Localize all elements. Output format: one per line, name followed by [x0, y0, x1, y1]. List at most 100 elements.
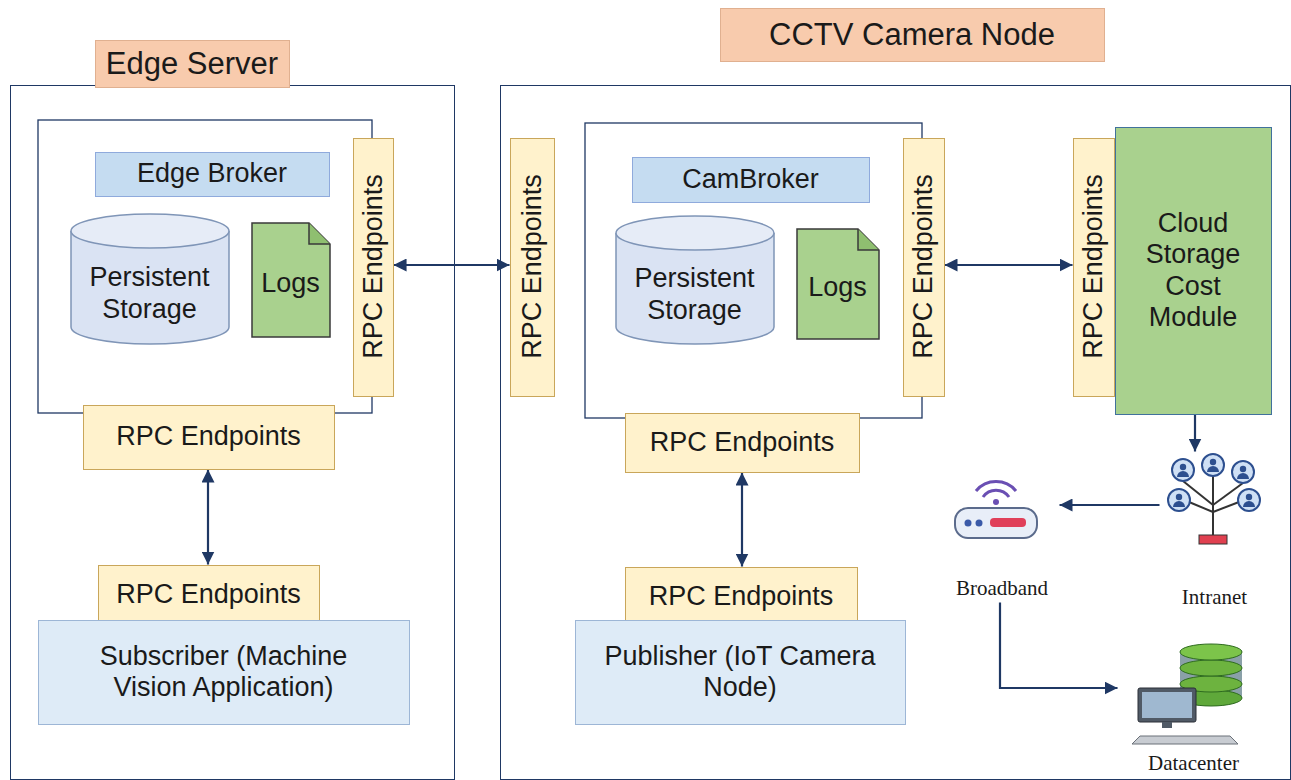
datacenter-node: Datacenter — [1118, 638, 1270, 778]
text-holder: CamBroker — [633, 158, 869, 202]
monitor-screen — [1142, 692, 1192, 718]
rpc-endpoint: RPC Endpoints — [625, 413, 860, 473]
tree-branch — [1189, 502, 1213, 512]
text-holder: RPC Endpoints — [354, 139, 393, 396]
node-label: RPC Endpoints — [650, 427, 835, 458]
user-circle — [1238, 489, 1260, 511]
user-head — [1240, 466, 1246, 472]
node-label: RPC Endpoints — [1078, 175, 1109, 360]
node-label: Persistent Storage — [80, 262, 220, 324]
text-holder: Persistent Storage — [70, 213, 230, 345]
node-label: RPC Endpoints — [649, 581, 834, 612]
text-holder: Persistent Storage — [615, 215, 775, 345]
connector-arrow — [1060, 504, 1160, 506]
monitor-stand — [1162, 722, 1172, 728]
node-label: CamBroker — [682, 164, 819, 195]
tree-branch — [1212, 476, 1214, 505]
user-circle — [1168, 489, 1190, 511]
storage-cylinder: Persistent Storage — [615, 215, 775, 345]
rpc-endpoint: RPC Endpoints — [353, 138, 394, 397]
user-icons — [1168, 454, 1260, 511]
wifi-arc — [976, 482, 1016, 491]
keyboard — [1132, 736, 1238, 744]
edge-broker-container — [38, 120, 372, 413]
text-holder: Edge Broker — [96, 153, 329, 196]
user-head — [1210, 459, 1216, 465]
rpc-endpoint: RPC Endpoints — [903, 138, 945, 397]
camera-panel: RPC Endpoints CamBrokerPersistent Storage… — [500, 85, 1291, 780]
monitor — [1138, 688, 1196, 722]
user-circle — [1202, 454, 1224, 476]
user-circle — [1172, 459, 1194, 481]
panel-tab: CCTV Camera Node — [720, 8, 1105, 62]
intranet-icon — [1183, 476, 1243, 544]
broadband-node: Broadband — [945, 485, 1060, 603]
connector-arrow — [945, 264, 1073, 266]
tree-base — [1199, 535, 1227, 544]
publisher-box: Publisher (IoT Camera Node) — [575, 620, 906, 725]
storage-cylinder: Persistent Storage — [70, 213, 230, 345]
node-label: RPC Endpoints — [116, 579, 301, 610]
user-head — [1180, 464, 1186, 470]
node-label: RPC Endpoints — [116, 421, 301, 452]
user-body — [1243, 501, 1255, 507]
text-holder: Publisher (IoT Camera Node) — [576, 621, 905, 724]
router-body — [955, 508, 1037, 538]
icon-label: Broadband — [956, 576, 1048, 600]
log-document: Logs — [796, 228, 880, 340]
cost-module: Cloud Storage Cost Module — [1115, 127, 1272, 415]
connector-arrow — [394, 264, 510, 266]
document-fold — [309, 223, 330, 244]
node-label: Persistent Storage — [625, 263, 765, 325]
node-label: Logs — [261, 268, 320, 299]
node-label: Cloud Storage Cost Module — [1133, 208, 1253, 332]
log-document: Logs — [251, 222, 331, 338]
icon-label: Intranet — [1182, 585, 1247, 609]
node-label: Subscriber (Machine Vision Application) — [74, 641, 374, 703]
text-holder: RPC Endpoints — [1074, 139, 1114, 396]
broker-label: Edge Broker — [95, 152, 330, 197]
user-head — [1176, 494, 1182, 500]
panel-heading: Edge Server — [106, 46, 278, 82]
datacenter-icon — [1132, 644, 1242, 744]
text-holder: RPC Endpoints — [626, 414, 859, 472]
text-holder: Intranet — [1160, 452, 1270, 612]
connector-arrow — [741, 473, 743, 567]
tree-branch — [1213, 502, 1239, 512]
node-label: Edge Broker — [137, 158, 287, 189]
rpc-endpoint: RPC Endpoints — [98, 565, 320, 625]
server-disk — [1180, 644, 1242, 660]
text-holder: Datacenter — [1118, 638, 1270, 778]
rpc-endpoint: RPC Endpoints — [625, 567, 858, 627]
router-slot — [990, 518, 1026, 527]
text-holder: RPC Endpoints — [904, 139, 944, 396]
intranet-node: Intranet — [1160, 452, 1270, 612]
connector-arrow — [1000, 603, 1118, 689]
text-holder: RPC Endpoints — [511, 139, 554, 396]
cylinder-top — [71, 214, 229, 248]
panel-tab: Edge Server — [95, 40, 290, 88]
text-holder: RPC Endpoints — [84, 406, 334, 469]
connector-arrow — [1194, 415, 1196, 452]
document-body — [797, 229, 879, 339]
text-holder: Cloud Storage Cost Module — [1116, 128, 1271, 414]
user-circle — [1232, 461, 1254, 483]
user-body — [1177, 471, 1189, 477]
server-panel: Edge BrokerPersistent StorageLogsRPC End… — [10, 85, 455, 780]
cylinder-top — [616, 216, 774, 250]
rpc-endpoint: RPC Endpoints — [1073, 138, 1115, 397]
node-label: RPC Endpoints — [908, 175, 939, 360]
text-holder: Logs — [796, 228, 880, 340]
node-label: RPC Endpoints — [358, 175, 389, 360]
tree-trunk — [1212, 505, 1214, 536]
document-body — [252, 223, 330, 337]
user-body — [1237, 473, 1249, 479]
broker-container — [38, 120, 922, 418]
icon-label: Datacenter — [1148, 751, 1239, 775]
text-holder: Subscriber (Machine Vision Application) — [39, 621, 409, 724]
connector-arrow — [207, 470, 209, 565]
node-label: Logs — [808, 272, 867, 303]
rpc-endpoint: RPC Endpoints — [510, 138, 555, 397]
user-body — [1207, 466, 1219, 472]
